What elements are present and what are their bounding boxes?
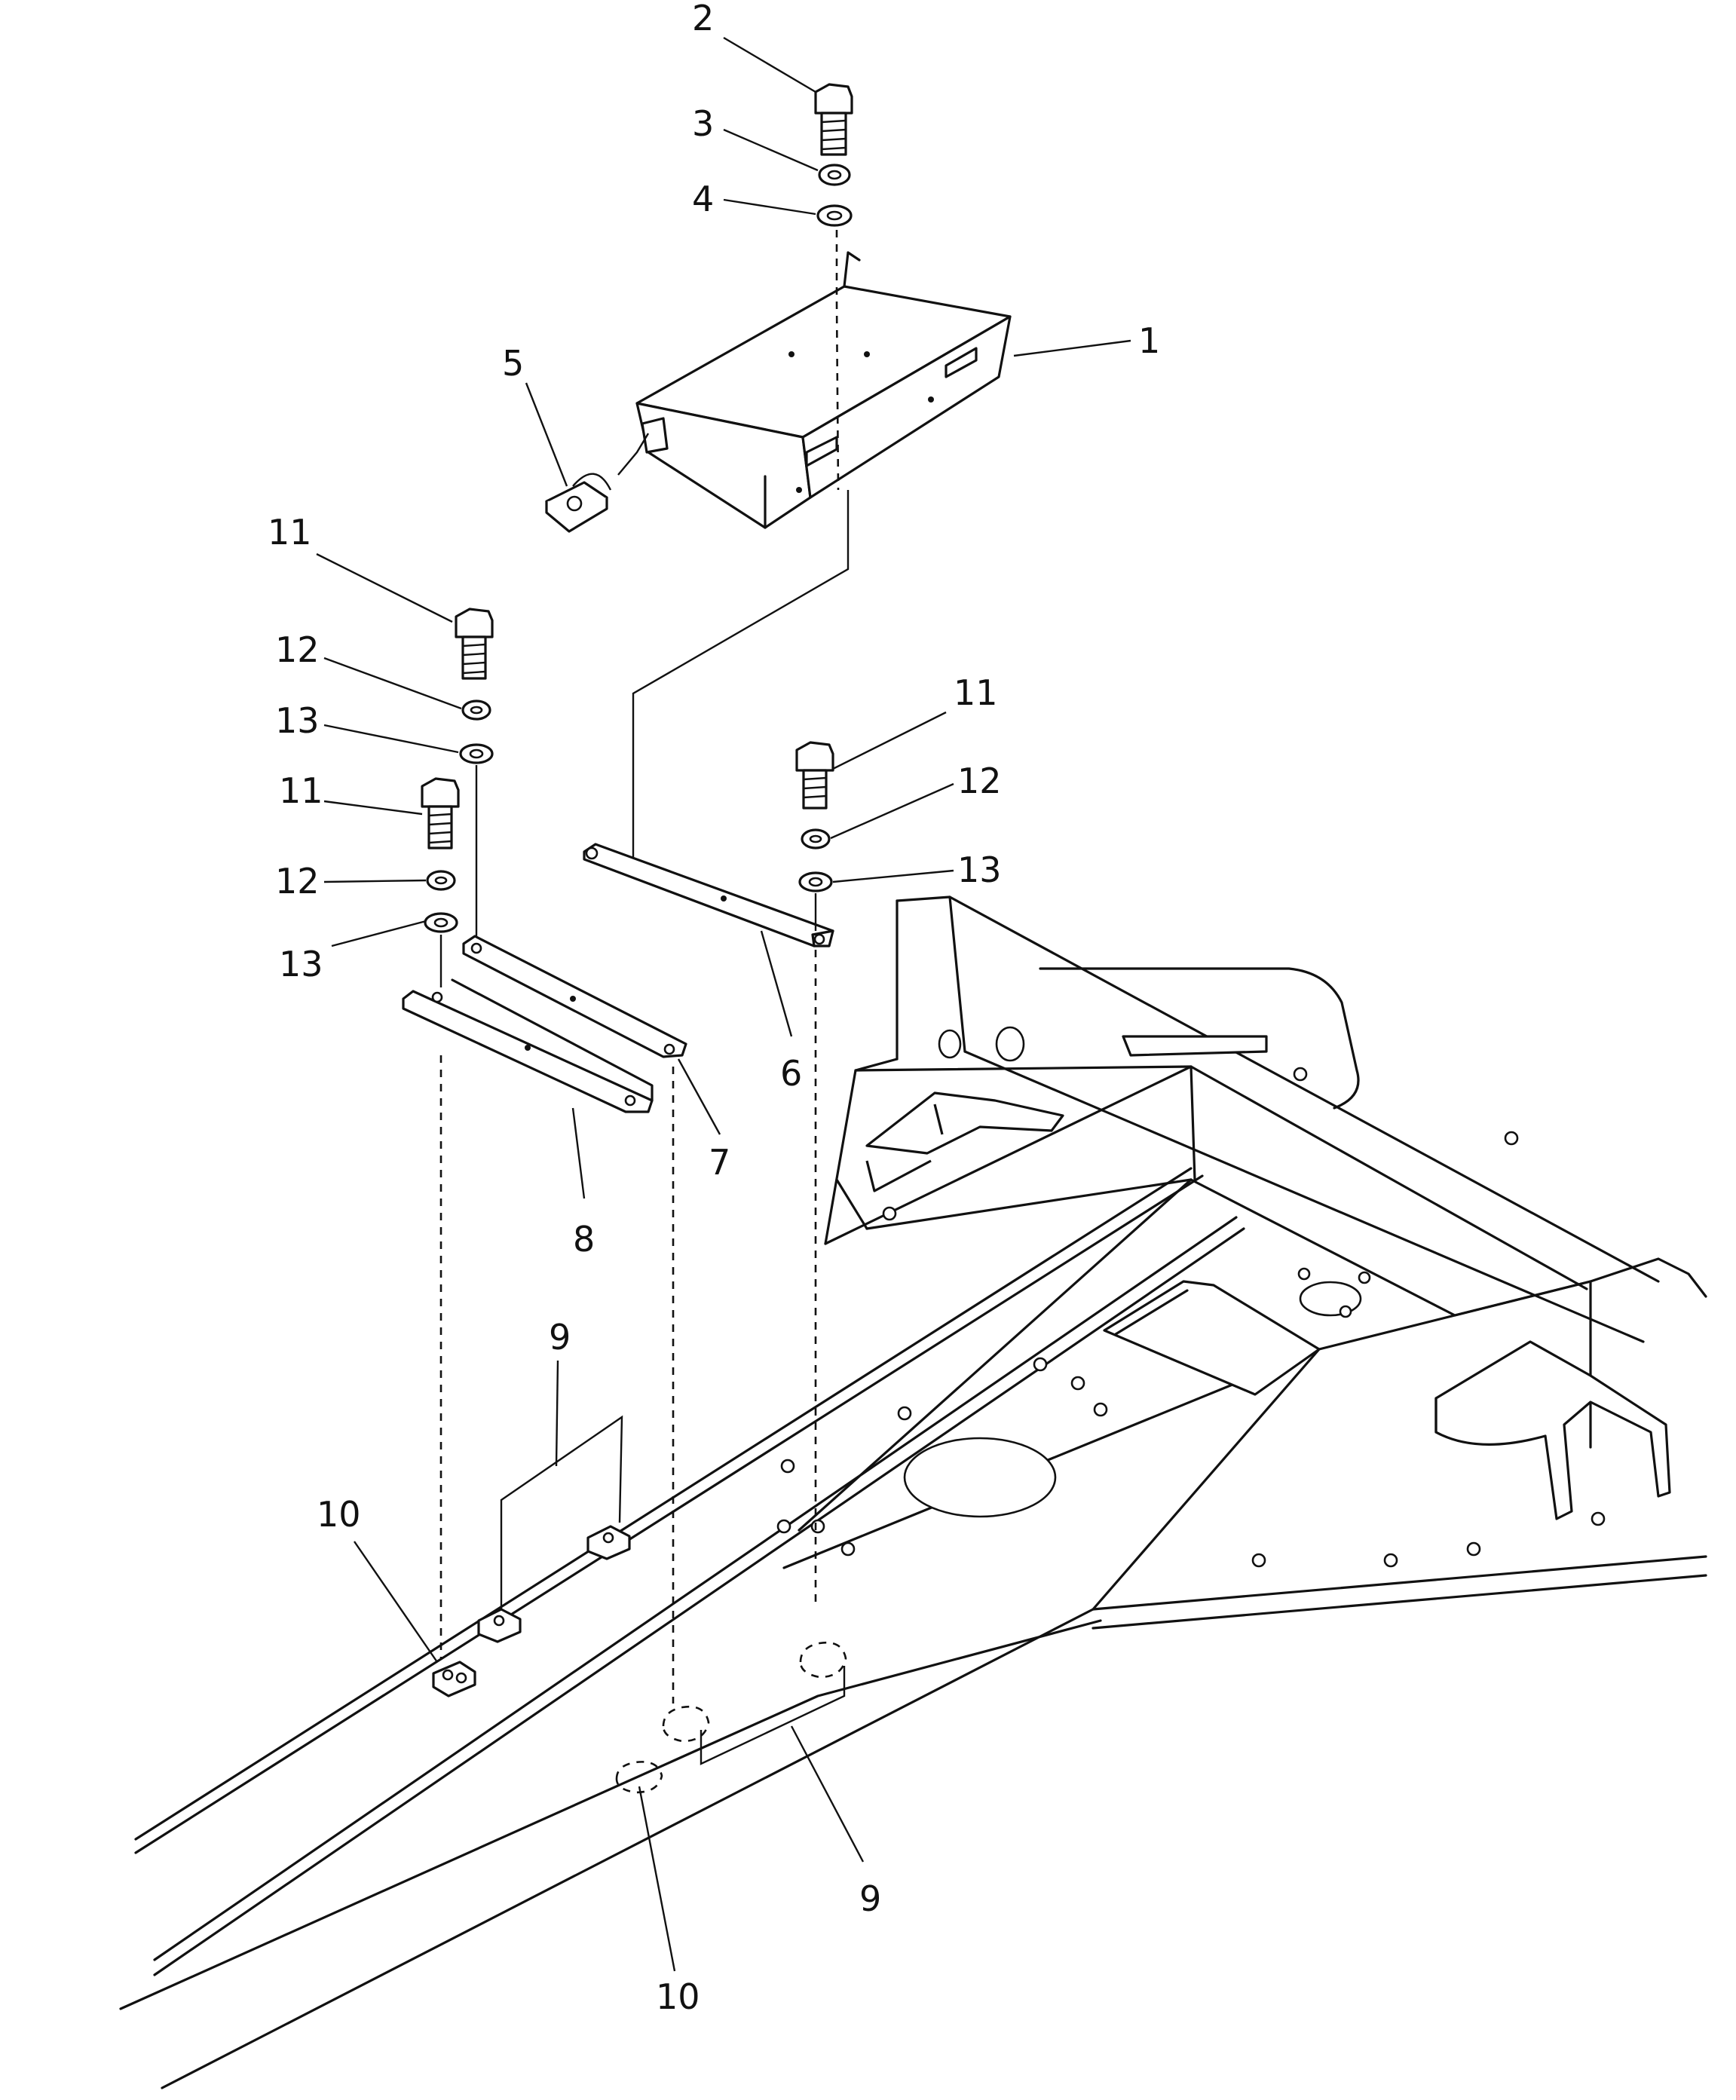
bolt-2 — [814, 83, 853, 156]
callout-13-upper-left-label: 13 — [275, 700, 320, 741]
assembly-line-box — [835, 230, 840, 491]
callout-1-box-label: 1 — [1138, 320, 1160, 361]
callout-9-right-label: 9 — [859, 1878, 881, 1919]
bolt-11-lower-left — [421, 777, 460, 849]
callout-10-left-label: 10 — [317, 1494, 361, 1535]
leader-lines — [316, 36, 1131, 1972]
washer-13-right — [798, 871, 833, 892]
bracket-6 — [583, 843, 834, 947]
lock-washer-12-upper-left — [461, 699, 491, 721]
padlock — [545, 417, 669, 533]
callout-7-label: 7 — [709, 1142, 730, 1183]
callout-3-label: 3 — [692, 103, 714, 144]
callout-8-label: 8 — [573, 1219, 595, 1260]
callout-12-right-label: 12 — [957, 761, 1002, 801]
lock-washer-3 — [818, 164, 851, 186]
bolt-11-upper-left — [455, 608, 494, 680]
callout-1-label: 2 — [692, 0, 714, 38]
washer-4 — [816, 204, 853, 227]
lock-washer-12-lower-left — [426, 870, 456, 891]
callout-11-right-label: 11 — [954, 672, 998, 713]
washer-13-upper-left — [459, 743, 494, 764]
lock-washer-12-right — [801, 828, 831, 849]
callout-10-right-label: 10 — [656, 1976, 700, 2017]
bracket-7 — [462, 935, 687, 1058]
plate-10-left — [432, 1661, 476, 1697]
callout-13-lower-left-label: 13 — [279, 944, 323, 984]
callout-6-label: 6 — [780, 1053, 802, 1094]
callout-11-upper-left-label: 11 — [268, 512, 312, 553]
nut-9-right — [662, 1641, 847, 1765]
callout-9-left-label: 9 — [549, 1317, 571, 1358]
machine-frame — [119, 895, 1707, 2089]
plate-10-right — [615, 1761, 663, 1794]
callout-11-lower-left-label: 11 — [279, 770, 323, 811]
callout-12-lower-left-label: 12 — [275, 861, 320, 902]
callout-labels: 2 3 4 1 5 6 7 8 9 9 10 10 11 11 11 12 12… — [268, 0, 1160, 2017]
callout-12-upper-left-label: 12 — [275, 629, 320, 670]
bracket-8 — [402, 978, 654, 1113]
tool-box — [635, 251, 1012, 529]
callout-5-label: 5 — [502, 343, 524, 384]
callout-13-right-label: 13 — [957, 849, 1002, 890]
nut-plate-9-left — [477, 1415, 631, 1643]
washer-13-lower-left — [424, 912, 458, 933]
bolt-11-right — [795, 741, 834, 810]
callout-4-label: 4 — [692, 179, 714, 219]
assembly-line-box-lower — [632, 490, 850, 863]
